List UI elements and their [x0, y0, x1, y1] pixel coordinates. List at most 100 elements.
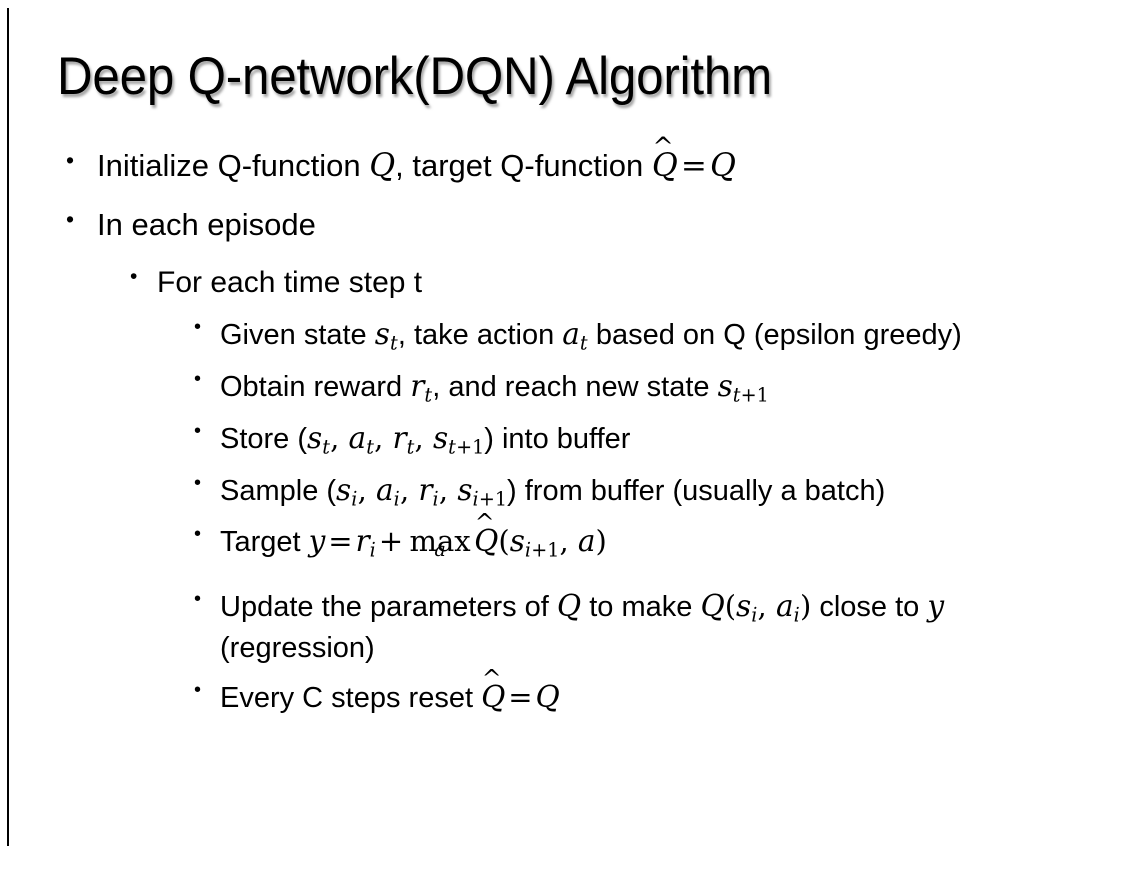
bullet-marker-icon: •	[194, 316, 202, 339]
math-var-a: a	[348, 420, 367, 455]
math-subscript: t	[732, 383, 741, 407]
list-item-text: Update the parameters of Q to make Q(si,…	[220, 586, 1094, 668]
math-comma: ,	[414, 420, 433, 455]
math-var-s: s	[374, 317, 390, 352]
math-var-qhat-base: Q	[651, 148, 678, 184]
text-fragment: ) from buffer (usually a batch)	[507, 474, 886, 507]
math-var-r: r	[355, 524, 370, 559]
list-item-text: Obtain reward rt, and reach new state st…	[220, 366, 1094, 409]
text-fragment: based on Q (epsilon greedy)	[587, 319, 962, 352]
math-plus: +	[378, 524, 404, 559]
list-item: • In each episode	[0, 205, 1124, 245]
math-subscript: i	[751, 603, 758, 627]
math-max-underscript: a	[434, 538, 446, 562]
list-item: • Obtain reward rt, and reach new state …	[0, 366, 1124, 409]
bullet-marker-icon: •	[194, 523, 202, 546]
math-subscript: i	[393, 487, 400, 511]
math-comma: ,	[559, 524, 578, 559]
math-subscript-offset: +1	[456, 435, 485, 459]
math-subscript: i	[351, 487, 358, 511]
math-comma: ,	[438, 472, 458, 507]
list-item: • Initialize Q-function Q, target Q-func…	[0, 134, 1124, 187]
math-var-q: Q	[556, 589, 582, 624]
list-item: • Every C steps reset ^Q=Q	[0, 666, 1124, 718]
math-var-s: s	[717, 369, 733, 404]
math-paren-close: )	[799, 589, 812, 624]
text-fragment: Store (	[220, 422, 308, 455]
bullet-marker-icon: •	[194, 419, 202, 442]
math-var-qhat: ^Q	[651, 134, 678, 187]
list-item: • Store (st, at, rt, st+1) into buffer	[0, 418, 1124, 461]
list-item-text: For each time step t	[157, 266, 423, 300]
math-subscript: i	[369, 539, 376, 563]
math-subscript: t	[448, 435, 457, 459]
math-subscript: t	[366, 435, 375, 459]
math-var-qhat-base: Q	[474, 524, 499, 559]
list-item: • For each time step t	[0, 263, 1124, 302]
list-item: • Given state st, take action at based o…	[0, 314, 1124, 357]
math-var-q2: Q	[700, 589, 725, 624]
circumflex-accent-icon: ^	[652, 132, 674, 162]
circumflex-accent-icon: ^	[474, 507, 495, 536]
math-var-s-next: s	[457, 472, 473, 507]
text-fragment: close to	[811, 591, 928, 624]
math-var-qhat-base: Q	[481, 680, 506, 715]
list-item-text: Given state st, take action at based on …	[220, 314, 1094, 357]
bullet-marker-icon: •	[194, 368, 202, 391]
page-title: Deep Q-network(DQN) Algorithm	[57, 47, 772, 106]
math-var-r: r	[410, 369, 425, 404]
text-fragment: Update the parameters of	[220, 591, 557, 624]
math-subscript: t	[424, 383, 433, 407]
math-var-s: s	[509, 524, 525, 559]
math-comma: ,	[374, 420, 393, 455]
bullet-marker-icon: •	[66, 147, 75, 173]
circumflex-accent-icon: ^	[481, 663, 502, 692]
math-paren-open: (	[724, 589, 737, 624]
text-fragment: Every C steps reset	[220, 682, 482, 715]
math-subscript-offset: +1	[740, 383, 769, 407]
bullet-marker-icon: •	[66, 206, 75, 233]
text-fragment: Target	[220, 526, 309, 559]
text-fragment: ) into buffer	[484, 422, 631, 455]
math-equals: =	[328, 524, 353, 559]
math-var-s: s	[336, 472, 352, 507]
text-fragment: , and reach new state	[432, 371, 718, 404]
math-var-y: y	[927, 589, 945, 624]
math-subscript: t	[406, 435, 415, 459]
text-fragment: (regression)	[220, 632, 375, 664]
list-item-text: Every C steps reset ^Q=Q	[220, 666, 1094, 718]
list-item-text: In each episode	[97, 207, 316, 243]
math-comma: ,	[757, 589, 776, 624]
math-var-r: r	[392, 420, 407, 455]
math-var-s: s	[307, 420, 323, 455]
math-subscript: i	[793, 603, 800, 627]
text-fragment: Obtain reward	[220, 371, 411, 404]
math-var-a: a	[376, 472, 394, 507]
math-var-q2: Q	[709, 148, 736, 184]
math-equals: =	[508, 680, 533, 715]
text-fragment: , take action	[397, 319, 563, 352]
list-item-text: Store (st, at, rt, st+1) into buffer	[220, 418, 1094, 461]
left-edge-rule	[7, 8, 9, 846]
math-max-label: max	[409, 524, 471, 559]
list-item: • Sample (si, ai, ri, si+1) from buffer …	[0, 470, 1124, 513]
math-var-qhat: ^Q	[481, 666, 506, 717]
text-fragment: , target Q-function	[395, 148, 652, 183]
math-subscript: i	[524, 539, 532, 563]
math-var-qhat: ^Q	[474, 510, 499, 561]
math-subscript: t	[322, 435, 331, 459]
math-subscript: i	[472, 487, 479, 511]
bullet-marker-icon: •	[194, 471, 202, 494]
math-subscript-offset: +1	[478, 487, 508, 511]
math-equals: =	[680, 148, 707, 184]
math-subscript-offset: +1	[531, 539, 560, 563]
text-fragment: Initialize Q-function	[97, 148, 370, 183]
math-comma: ,	[357, 472, 376, 507]
text-fragment: Sample (	[220, 474, 337, 507]
math-paren-open: (	[498, 524, 510, 559]
math-var-q: Q	[369, 148, 396, 184]
math-var-a: a	[562, 317, 580, 352]
